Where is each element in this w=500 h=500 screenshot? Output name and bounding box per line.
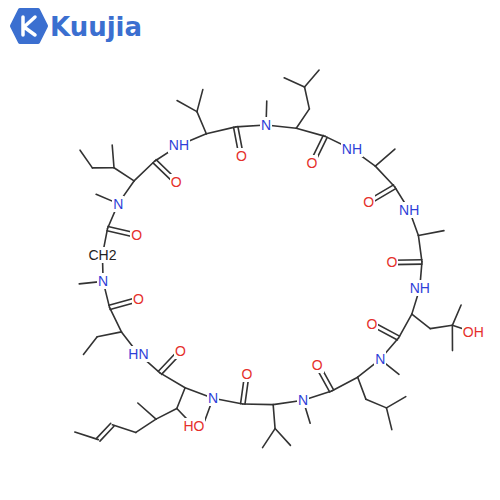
atom-label: CH2 — [87, 247, 117, 263]
bond-line — [375, 166, 394, 187]
bond-line — [273, 405, 275, 429]
bond-line — [136, 419, 156, 432]
bond-line — [114, 168, 134, 181]
bond-line — [296, 128, 325, 136]
bond-line — [97, 423, 111, 438]
bond-lines — [75, 70, 473, 448]
bond-line — [138, 403, 156, 419]
bond-line — [75, 432, 99, 440]
bond-line — [375, 149, 395, 166]
atom-label: O — [366, 316, 379, 332]
atom-label: NH — [409, 280, 431, 296]
bond-line — [418, 235, 422, 261]
atom-label: O — [311, 357, 324, 373]
bond-line — [206, 127, 235, 134]
bond-line — [263, 429, 276, 448]
bond-line — [177, 388, 185, 409]
bond-line — [110, 307, 122, 331]
bond-line — [430, 325, 452, 328]
bond-line — [83, 337, 97, 355]
logo-icon — [12, 10, 46, 42]
atom-label: O — [174, 343, 187, 359]
bond-line — [332, 377, 358, 391]
bond-line — [284, 78, 304, 87]
atom-label: O — [306, 155, 319, 171]
bond-line — [80, 150, 92, 168]
atom-label: O — [240, 366, 253, 382]
bond-line — [305, 87, 310, 109]
bond-line — [100, 426, 114, 441]
bond-line — [156, 409, 177, 420]
atom-label: O — [130, 227, 143, 243]
atom-label: N — [260, 117, 272, 133]
bond-line — [366, 399, 387, 408]
bond-line — [177, 101, 197, 112]
atom-label: N — [97, 273, 109, 289]
bond-line — [386, 397, 405, 408]
bond-line — [452, 325, 454, 350]
bond-line — [418, 231, 444, 236]
logo-text: Kuujia — [50, 12, 142, 42]
atom-label: HO — [182, 418, 205, 434]
bond-line — [358, 377, 366, 399]
atom-label: OH — [462, 324, 485, 340]
bond-line — [160, 373, 185, 388]
bond-line — [197, 90, 203, 112]
atom-label: N — [207, 390, 219, 406]
bond-line — [386, 408, 391, 430]
bond-line — [92, 167, 114, 169]
bond-line — [134, 161, 154, 181]
bond-line — [243, 403, 273, 405]
bond-line — [275, 429, 290, 446]
bond-line — [296, 109, 309, 128]
atom-label: NH — [398, 202, 420, 218]
atom-label: O — [132, 291, 145, 307]
bond-line — [412, 314, 430, 328]
atom-label: N — [297, 392, 309, 408]
atom-label: O — [235, 148, 248, 164]
bond-line — [197, 112, 206, 134]
atom-label: NH — [341, 141, 363, 157]
atom-label: O — [386, 254, 399, 270]
atom-label: HN — [127, 346, 149, 362]
bond-line — [305, 70, 320, 87]
bond-line — [97, 332, 121, 337]
atom-label: N — [112, 196, 124, 212]
atom-label: NH — [168, 137, 190, 153]
bond-line — [112, 425, 136, 433]
bond-line — [398, 314, 411, 338]
atom-label: O — [362, 194, 375, 210]
atom-label: O — [170, 174, 183, 190]
bond-line — [112, 145, 114, 168]
atom-label: N — [374, 351, 386, 367]
bond-line — [452, 305, 461, 325]
